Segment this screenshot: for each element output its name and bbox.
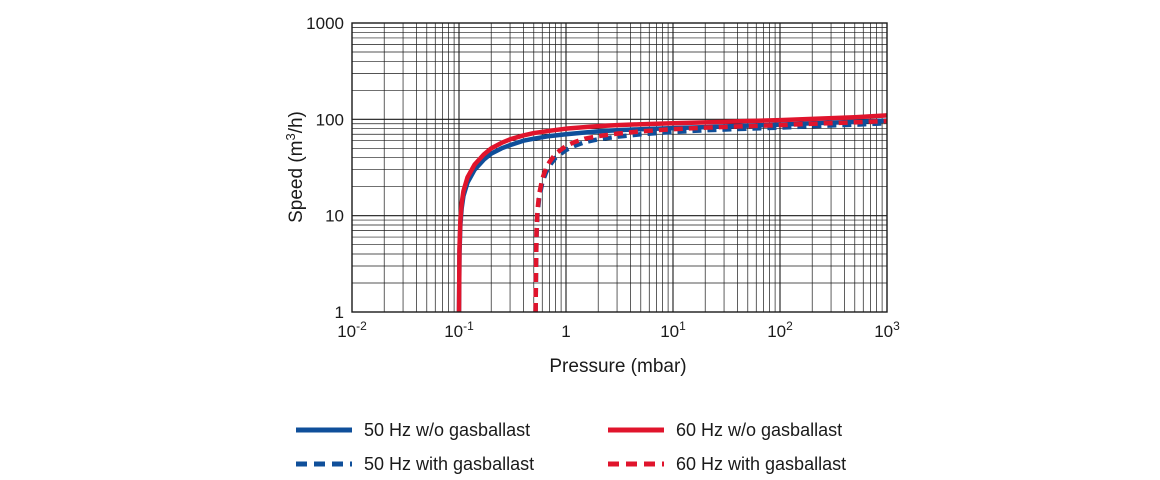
y-tick-label: 1 xyxy=(335,303,344,322)
x-tick-base: 10 xyxy=(337,322,356,341)
x-tick-exponent: 2 xyxy=(786,319,793,333)
x-tick-label: 10-1 xyxy=(444,319,474,341)
x-tick-base: 10 xyxy=(874,322,893,341)
legend-label: 50 Hz with gasballast xyxy=(364,453,535,474)
y-axis-title-superscript: 3 xyxy=(283,133,298,140)
y-tick-label: 1000 xyxy=(306,14,344,33)
legend-label: 60 Hz w/o gasballast xyxy=(676,419,843,440)
y-axis-title: Speed (m3/h) xyxy=(283,111,307,223)
legend-swatch xyxy=(296,427,352,433)
legend-item-60hz-without-gasballast: 60 Hz w/o gasballast xyxy=(608,418,842,442)
chart-legend: 50 Hz w/o gasballast 60 Hz w/o gasballas… xyxy=(296,418,896,478)
chart-series xyxy=(456,113,888,313)
x-tick-label: 10-2 xyxy=(337,319,367,341)
y-axis-title-end: /h) xyxy=(286,111,307,133)
x-tick-exponent: 1 xyxy=(679,319,686,333)
x-tick-base: 1 xyxy=(561,322,570,341)
x-tick-exponent: -2 xyxy=(356,319,367,333)
x-tick-label: 103 xyxy=(874,319,900,341)
x-tick-base: 10 xyxy=(767,322,786,341)
legend-label: 50 Hz w/o gasballast xyxy=(364,419,531,440)
x-tick-base: 10 xyxy=(660,322,679,341)
x-tick-label: 1 xyxy=(561,322,570,341)
x-tick-base: 10 xyxy=(444,322,463,341)
x-tick-exponent: -1 xyxy=(463,319,474,333)
legend-swatch xyxy=(296,461,352,467)
chart-grid xyxy=(352,23,887,312)
legend-item-50hz-without-gasballast: 50 Hz w/o gasballast xyxy=(296,418,530,442)
series-line-2 xyxy=(456,113,888,313)
series-line-3 xyxy=(533,121,888,313)
y-tick-label: 100 xyxy=(316,110,344,129)
y-axis-title-main: Speed (m xyxy=(286,141,307,223)
x-axis-title: Pressure (mbar) xyxy=(549,356,686,377)
legend-label: 60 Hz with gasballast xyxy=(676,453,847,474)
y-tick-labels: 1 10 100 1000 xyxy=(306,14,344,322)
legend-swatch xyxy=(608,427,664,433)
plot-border xyxy=(351,22,888,313)
legend-swatch xyxy=(608,461,664,467)
x-tick-label: 102 xyxy=(767,319,793,341)
legend-item-50hz-with-gasballast: 50 Hz with gasballast xyxy=(296,452,534,476)
series-line-4 xyxy=(533,118,888,313)
legend-item-60hz-with-gasballast: 60 Hz with gasballast xyxy=(608,452,846,476)
x-tick-label: 101 xyxy=(660,319,686,341)
x-tick-exponent: 3 xyxy=(893,319,900,333)
y-tick-label: 10 xyxy=(325,207,344,226)
plot-frame xyxy=(351,22,888,313)
